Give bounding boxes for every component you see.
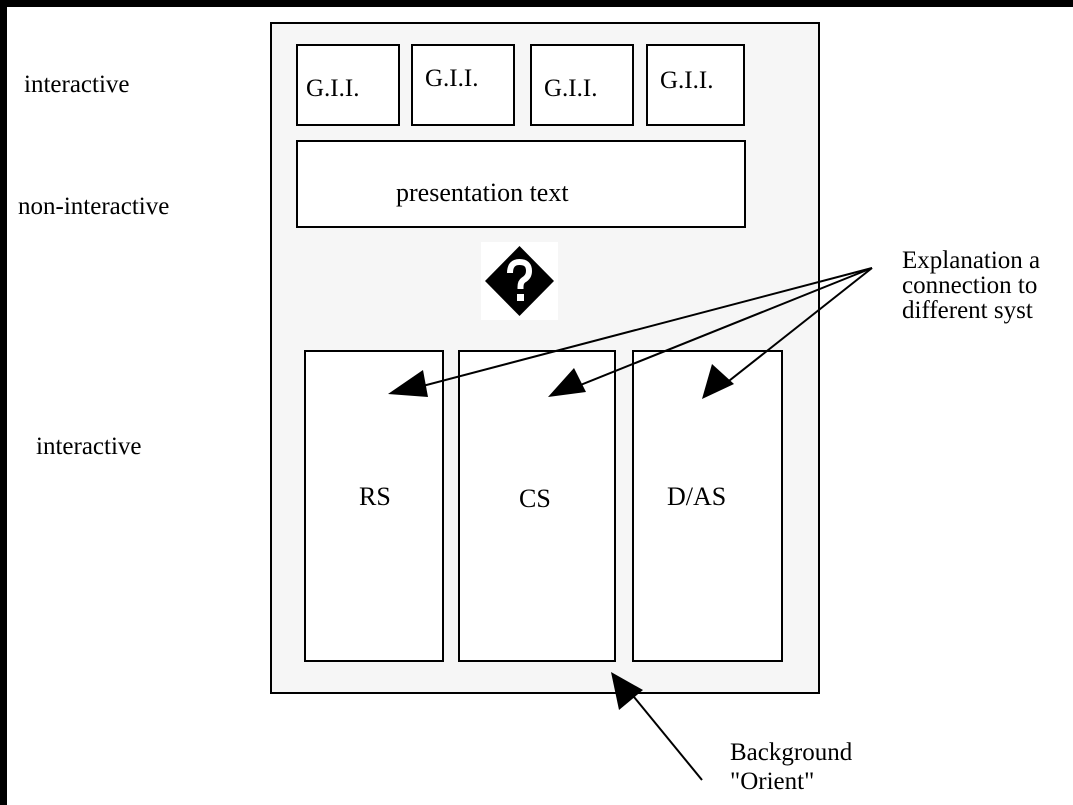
gii-button-label: G.I.I. bbox=[425, 65, 479, 92]
frame-left-border bbox=[0, 0, 7, 805]
column-label: D/AS bbox=[667, 482, 727, 511]
arrow-to-cs bbox=[572, 267, 873, 389]
arrow-to-background bbox=[624, 685, 703, 781]
gii-button-4[interactable]: G.I.I. bbox=[646, 44, 745, 126]
gii-button-1[interactable]: G.I.I. bbox=[296, 44, 400, 126]
column-rs[interactable]: RS bbox=[304, 350, 444, 662]
label-non-interactive: non-interactive bbox=[18, 193, 170, 220]
gii-button-2[interactable]: G.I.I. bbox=[411, 44, 515, 126]
help-icon-area[interactable] bbox=[481, 242, 558, 320]
annotation-line: Background bbox=[730, 739, 853, 766]
arrowhead-rs bbox=[388, 370, 428, 397]
gii-button-label: G.I.I. bbox=[306, 75, 360, 102]
column-das[interactable]: D/AS bbox=[632, 350, 783, 662]
annotation-line: connection to bbox=[902, 272, 1038, 299]
background-annotation: Background "Orient" bbox=[730, 738, 852, 796]
annotation-line: different syst bbox=[902, 297, 1033, 324]
arrowhead-cs bbox=[548, 368, 586, 397]
gii-button-label: G.I.I. bbox=[544, 75, 598, 102]
presentation-text-box: presentation text bbox=[296, 140, 746, 228]
arrowhead-background bbox=[611, 672, 643, 710]
frame-top-border bbox=[0, 0, 1073, 7]
gii-button-label: G.I.I. bbox=[660, 67, 714, 94]
column-cs[interactable]: CS bbox=[458, 350, 616, 662]
explanation-annotation: Explanation a connection to different sy… bbox=[902, 248, 1040, 323]
label-interactive-top: interactive bbox=[24, 71, 130, 98]
annotation-line: Explanation a bbox=[902, 247, 1041, 274]
column-label: CS bbox=[519, 484, 551, 513]
question-diamond-icon bbox=[485, 246, 554, 316]
label-interactive-bottom: interactive bbox=[36, 433, 142, 460]
arrowhead-das bbox=[702, 364, 734, 399]
annotation-line: "Orient" bbox=[730, 768, 815, 795]
arrow-to-das bbox=[719, 267, 873, 389]
arrow-to-rs bbox=[414, 267, 873, 389]
column-label: RS bbox=[359, 482, 391, 511]
gii-button-3[interactable]: G.I.I. bbox=[530, 44, 634, 126]
presentation-text: presentation text bbox=[396, 178, 569, 207]
